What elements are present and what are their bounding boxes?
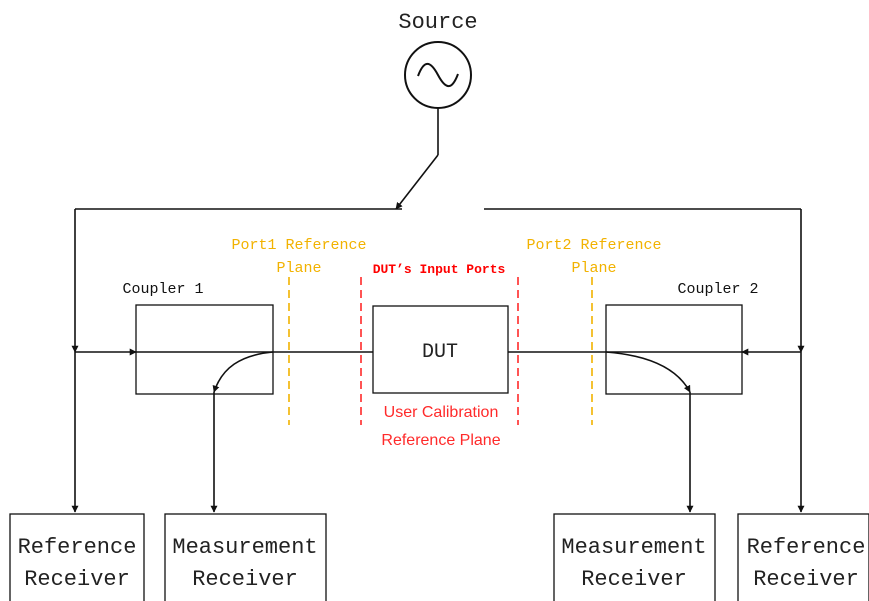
coupler-1-arm [212,351,274,393]
measurement-receiver-2: Measurement Receiver [553,513,716,601]
coupler-2-arm [605,351,691,393]
port1-reference-label-line2: Plane [276,260,321,277]
measurement-receiver-1: Measurement Receiver [164,513,327,601]
source-label: Source [398,10,477,35]
dut-label: DUT [422,341,458,364]
measurement-receiver-1-line2: Receiver [192,567,298,592]
reference-receiver-1: Reference Receiver [9,513,145,601]
switch-arm [395,154,439,210]
coupler-1-label: Coupler 1 [122,281,203,298]
dut-input-ports-label: DUT’s Input Ports [373,262,506,277]
measurement-receiver-2-line1: Measurement [561,535,706,560]
measurement-receiver-2-line2: Receiver [581,567,687,592]
port2-reference-label-line1: Port2 Reference [526,237,661,254]
reference-receiver-2-line1: Reference [747,535,866,560]
sine-wave-icon [404,41,472,109]
coupler-1-box [135,304,274,395]
port1-reference-label-line1: Port1 Reference [231,237,366,254]
port2-reference-label-line2: Plane [571,260,616,277]
measurement-receiver-1-line1: Measurement [172,535,317,560]
reference-receiver-1-line1: Reference [18,535,137,560]
coupler-2-box [605,304,743,395]
reference-receiver-2: Reference Receiver [737,513,869,601]
coupler-2-label: Coupler 2 [677,281,758,298]
user-calibration-label-line2: Reference Plane [381,432,500,449]
dut-box [372,305,509,394]
reference-receiver-2-line2: Receiver [753,567,859,592]
user-calibration-label-line1: User Calibration [384,404,499,421]
reference-receiver-1-line2: Receiver [24,567,130,592]
